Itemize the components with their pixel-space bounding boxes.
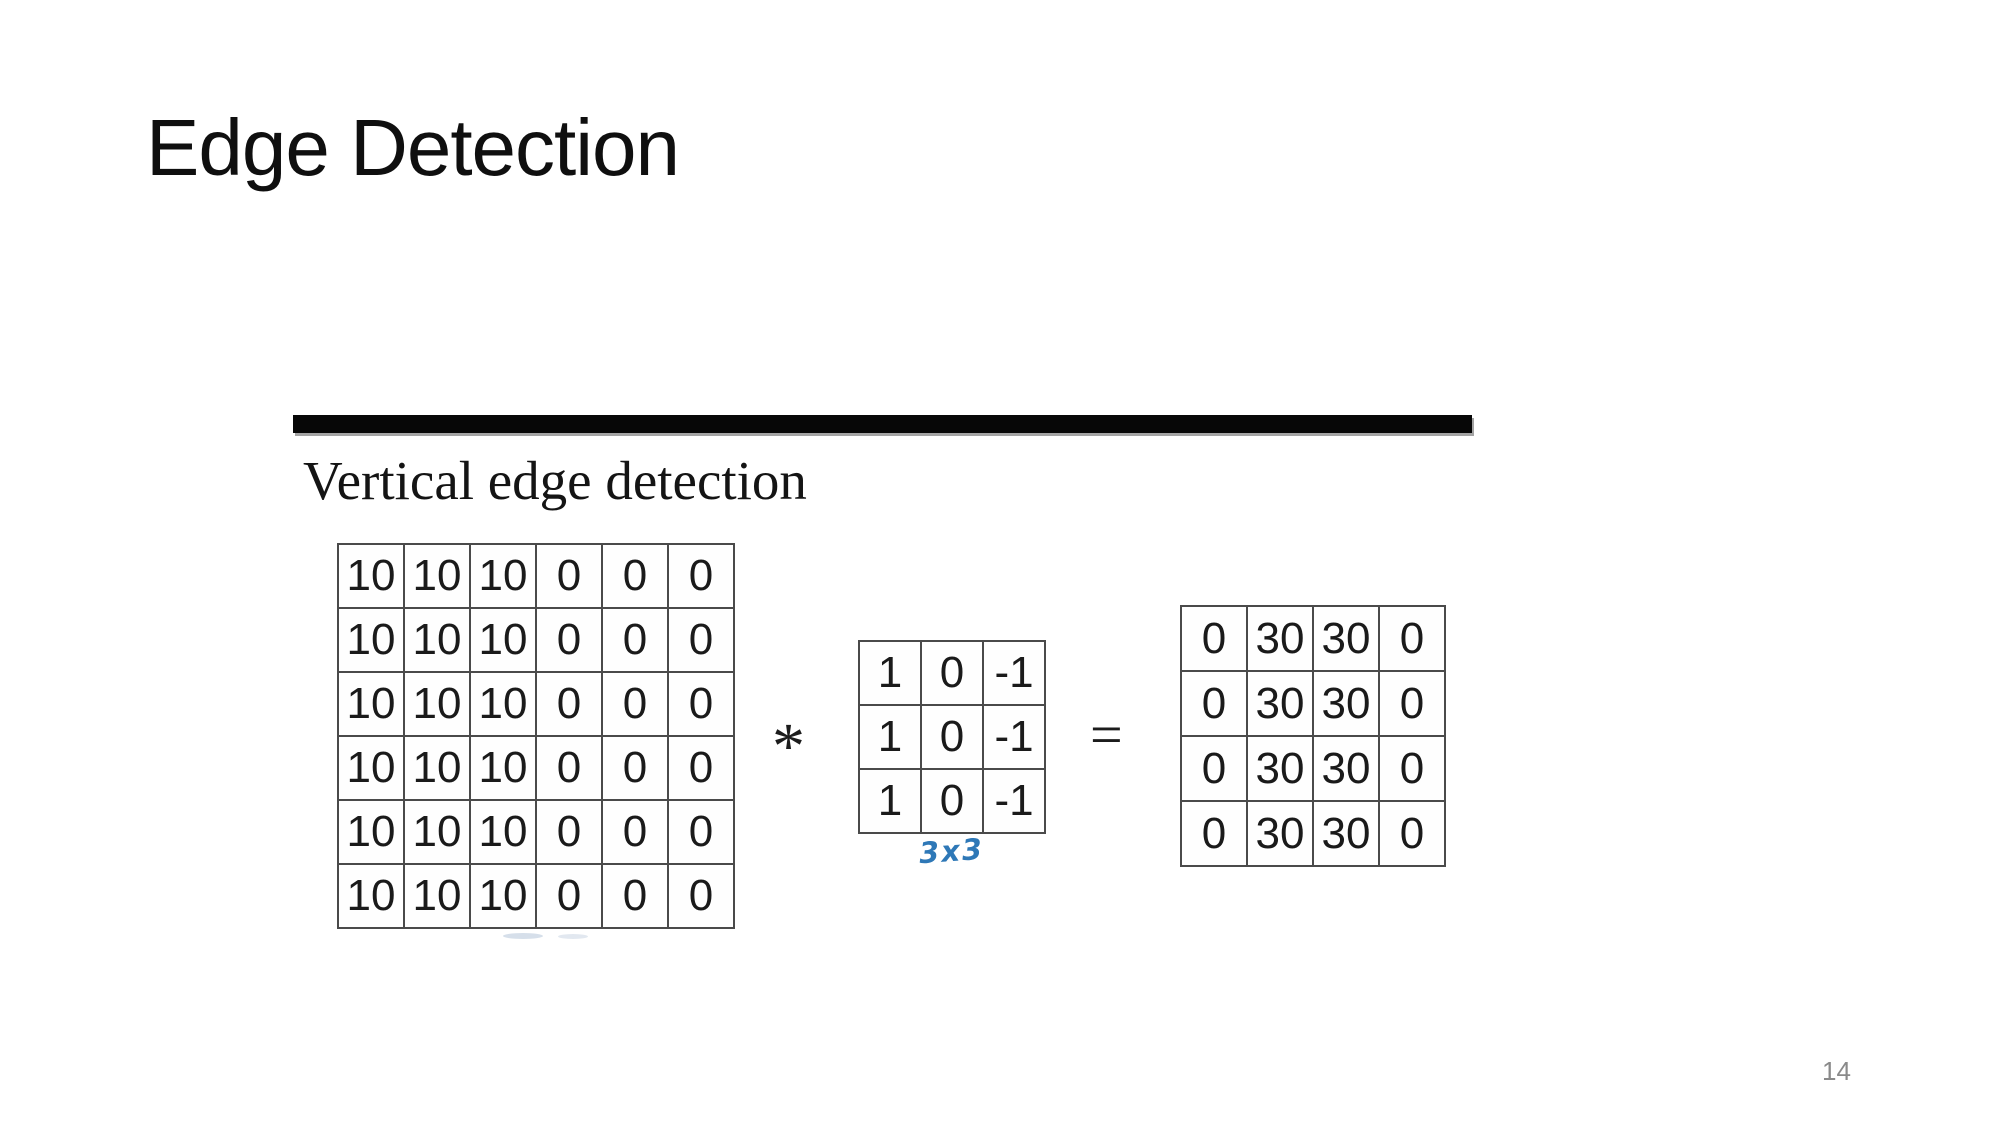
matrix-cell: 10 (469, 671, 537, 737)
matrix-cell: 0 (1378, 605, 1446, 672)
matrix-cell: -1 (982, 704, 1046, 770)
matrix-cell: 0 (601, 671, 669, 737)
matrix-cell: 0 (535, 735, 603, 801)
figure-heading: Vertical edge detection (303, 450, 807, 511)
matrix-cell: 0 (1378, 800, 1446, 867)
matrix-cell: 0 (1180, 735, 1248, 802)
matrix-cell: 10 (403, 735, 471, 801)
matrix-cell: 10 (337, 799, 405, 865)
matrix-cell: 1 (858, 640, 922, 706)
matrix-cell: 0 (920, 768, 984, 834)
matrix-cell: -1 (982, 768, 1046, 834)
divider-bar (293, 415, 1472, 433)
matrix-cell: 0 (1180, 800, 1248, 867)
matrix-cell: 1 (858, 768, 922, 834)
matrix-cell: 30 (1312, 800, 1380, 867)
matrix-cell: 30 (1246, 670, 1314, 737)
matrix-cell: 30 (1246, 800, 1314, 867)
matrix-cell: 10 (469, 799, 537, 865)
matrix-cell: 10 (469, 863, 537, 929)
matrix-cell: 0 (667, 735, 735, 801)
matrix-cell: 0 (920, 640, 984, 706)
matrix-cell: 0 (601, 735, 669, 801)
matrix-cell: 0 (667, 671, 735, 737)
matrix-cell: 0 (920, 704, 984, 770)
matrix-cell: 0 (601, 543, 669, 609)
matrix-cell: 0 (667, 863, 735, 929)
matrix-cell: 0 (601, 863, 669, 929)
matrix-cell: 0 (535, 863, 603, 929)
equals-operator: = (1090, 702, 1123, 767)
matrix-cell: 0 (601, 799, 669, 865)
matrix-cell: 0 (535, 799, 603, 865)
matrix-cell: 10 (403, 607, 471, 673)
matrix-cell: 10 (337, 671, 405, 737)
matrix-cell: 10 (403, 543, 471, 609)
matrix-cell: 1 (858, 704, 922, 770)
matrix-cell: 0 (667, 607, 735, 673)
matrix-cell: 10 (469, 543, 537, 609)
matrix-cell: 0 (667, 543, 735, 609)
matrix-cell: -1 (982, 640, 1046, 706)
ink-smudge (558, 934, 588, 939)
ink-smudge (503, 933, 543, 939)
matrix-cell: 10 (337, 863, 405, 929)
matrix-cell: 0 (667, 799, 735, 865)
matrix-cell: 10 (337, 735, 405, 801)
slide-title: Edge Detection (146, 103, 680, 192)
matrix-cell: 10 (469, 735, 537, 801)
matrix-cell: 0 (535, 607, 603, 673)
matrix-cell: 0 (1378, 735, 1446, 802)
matrix-cell: 10 (403, 863, 471, 929)
page-number: 14 (1822, 1056, 1851, 1086)
matrix-cell: 0 (1180, 670, 1248, 737)
matrix-cell: 10 (337, 607, 405, 673)
matrix-cell: 30 (1312, 735, 1380, 802)
kernel-size-annotation: 3x3 (917, 831, 986, 871)
matrix-cell: 0 (535, 543, 603, 609)
matrix-cell: 0 (1180, 605, 1248, 672)
matrix-cell: 30 (1246, 735, 1314, 802)
matrix-cell: 10 (337, 543, 405, 609)
convolution-operator: * (772, 710, 805, 783)
matrix-cell: 0 (601, 607, 669, 673)
matrix-cell: 30 (1246, 605, 1314, 672)
matrix-cell: 10 (469, 607, 537, 673)
matrix-cell: 0 (1378, 670, 1446, 737)
matrix-cell: 30 (1312, 605, 1380, 672)
matrix-cell: 10 (403, 799, 471, 865)
matrix-cell: 0 (535, 671, 603, 737)
matrix-cell: 10 (403, 671, 471, 737)
matrix-cell: 30 (1312, 670, 1380, 737)
